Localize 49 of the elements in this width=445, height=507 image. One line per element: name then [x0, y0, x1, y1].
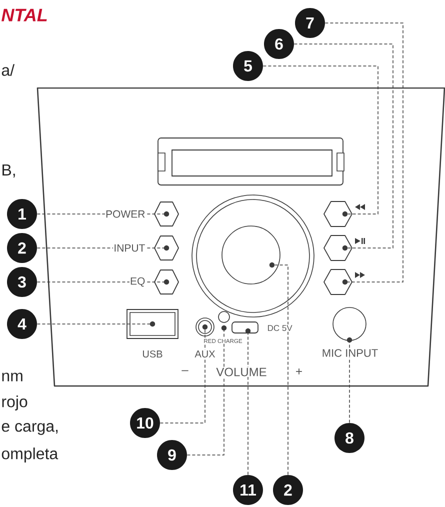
control-label: MIC INPUT	[321, 348, 379, 358]
callout-number: 4	[7, 309, 37, 339]
control-label: INPUT	[113, 244, 146, 252]
body-text: B,	[2, 164, 15, 178]
control-label: EQ	[129, 276, 146, 288]
callout-number: 11	[233, 475, 263, 505]
callout-number: 7	[295, 8, 325, 38]
body-text: ompleta	[2, 448, 58, 462]
leader-line	[294, 44, 394, 248]
hexagon-button	[154, 202, 179, 226]
leader-line	[272, 264, 288, 476]
aux-jack	[196, 318, 214, 336]
dc-port	[232, 322, 258, 334]
control-label: USB	[142, 350, 164, 358]
body-text: nm	[2, 372, 22, 382]
callout-number: 2	[7, 233, 37, 263]
callout-number: 3	[7, 267, 37, 297]
hexagon-button	[154, 270, 179, 294]
callout-number: 5	[233, 51, 263, 81]
front-panel	[36, 87, 445, 387]
hexagon-button	[154, 236, 179, 260]
callout-number: 10	[130, 408, 160, 438]
minus-sign: –	[181, 370, 189, 374]
mic-jack	[332, 307, 366, 343]
usb-port	[126, 309, 178, 339]
leader-line	[324, 22, 404, 282]
volume-label: VOLUME	[216, 367, 268, 377]
volume-knob	[192, 194, 314, 318]
leader-line	[262, 66, 378, 214]
callout-number: 9	[157, 440, 187, 470]
hexagon-button	[324, 201, 352, 227]
port-label: DC 5V	[266, 324, 293, 332]
leader-line	[186, 328, 224, 456]
callout-number: 6	[264, 29, 294, 59]
body-text: a/	[2, 64, 15, 76]
led-light	[218, 311, 230, 331]
heading: NTAL	[2, 8, 47, 22]
callout-number: 8	[334, 423, 364, 453]
plus-sign: +	[294, 368, 304, 376]
control-label: POWER	[104, 210, 146, 218]
control-label: AUX	[194, 350, 216, 358]
callout-number: 2	[273, 475, 303, 505]
body-text: e carga,	[2, 423, 58, 435]
callout-number: 1	[7, 199, 37, 229]
leader-line	[160, 326, 206, 424]
leader-line	[349, 340, 350, 424]
hexagon-button	[324, 269, 352, 295]
hexagon-button	[324, 235, 352, 261]
body-text: rojo	[2, 396, 28, 410]
